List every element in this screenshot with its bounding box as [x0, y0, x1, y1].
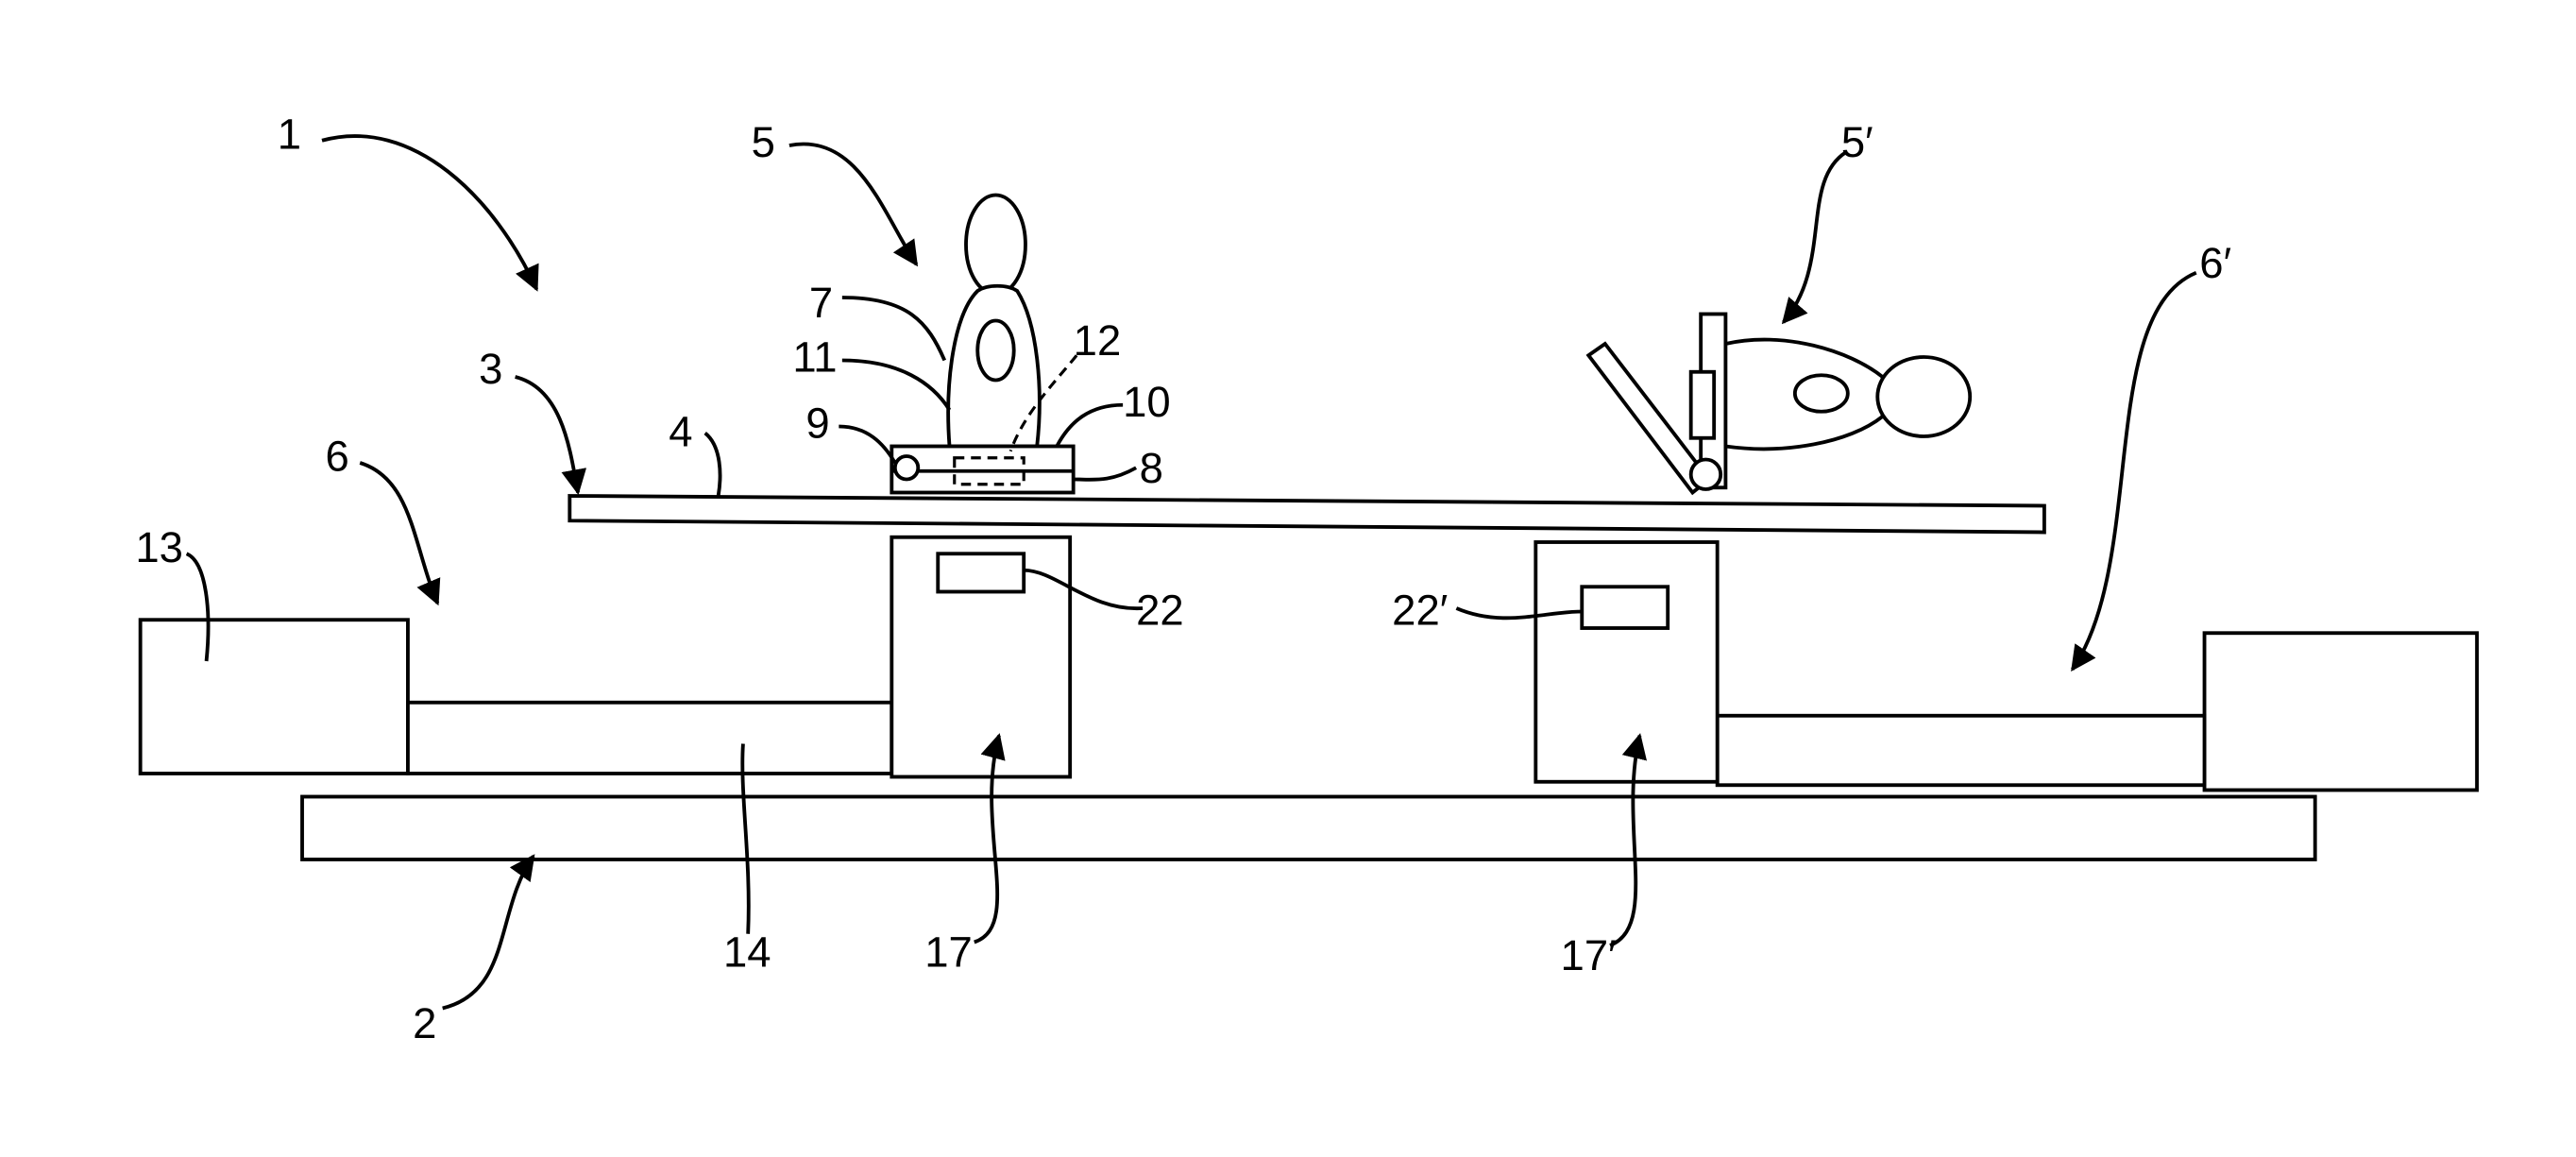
label-17-prime: 17′ [1561, 931, 1617, 979]
panel-22 [936, 552, 1026, 594]
rail-14 [406, 700, 894, 775]
leader-lines [185, 134, 2197, 1011]
label-6: 6 [325, 433, 348, 481]
label-11: 11 [792, 333, 837, 382]
panel-22-prime [1580, 585, 1670, 630]
label-4: 4 [669, 407, 692, 455]
motor-block-13 [138, 618, 410, 775]
label-5-prime: 5′ [1841, 118, 1873, 166]
label-12: 12 [1074, 316, 1122, 365]
label-1: 1 [278, 110, 301, 158]
label-13: 13 [135, 523, 183, 571]
label-22: 22 [1136, 586, 1184, 634]
patient-5-upright [890, 193, 1076, 495]
label-17: 17 [924, 928, 973, 977]
label-7: 7 [809, 279, 833, 327]
rail-right [1715, 713, 2207, 788]
label-8: 8 [1140, 444, 1163, 492]
label-14: 14 [723, 928, 771, 977]
board-3 [568, 494, 2046, 535]
label-10: 10 [1123, 378, 1171, 426]
column-17-prime [1534, 540, 1720, 784]
label-5: 5 [752, 118, 775, 166]
base-2 [300, 794, 2317, 861]
label-2: 2 [413, 999, 436, 1047]
patient-5-prime-reclined [1585, 312, 1973, 496]
motor-block-right [2202, 631, 2480, 792]
label-3: 3 [479, 345, 502, 393]
label-9: 9 [805, 400, 829, 448]
label-6-prime: 6′ [2199, 239, 2231, 287]
label-22-prime: 22′ [1392, 586, 1448, 634]
